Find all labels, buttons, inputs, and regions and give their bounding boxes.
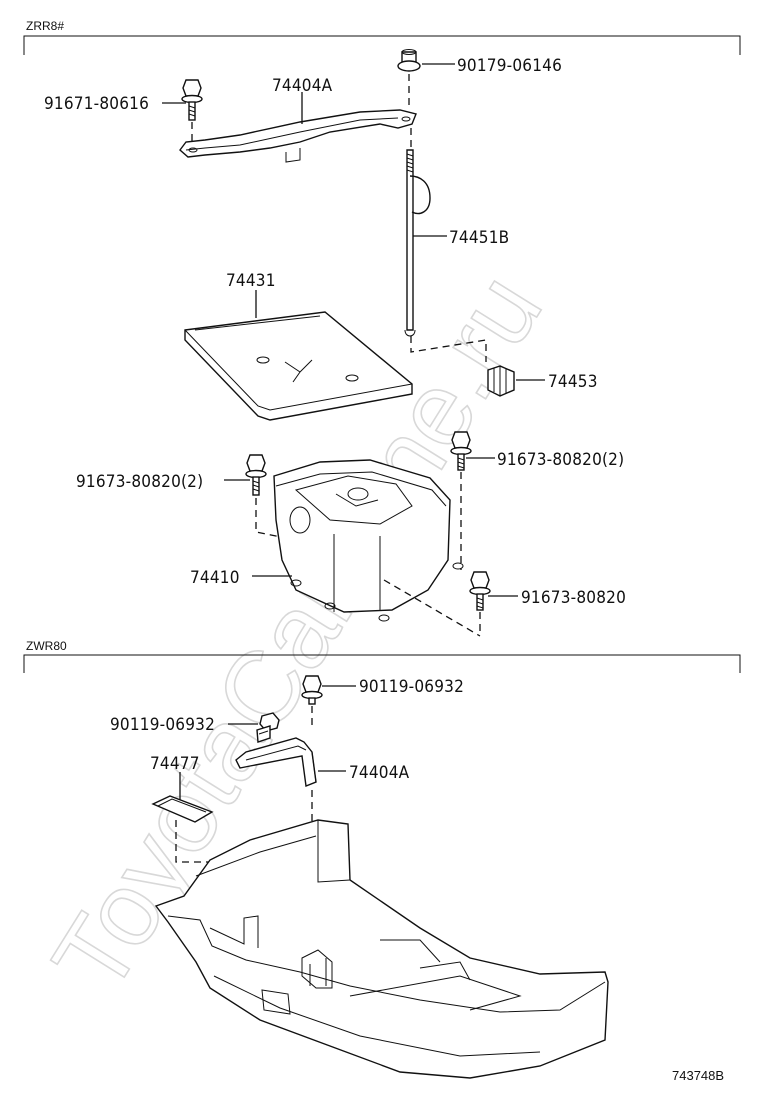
label-90119-06932-left: 90119-06932 [110,715,215,735]
section-frame-zwr80 [23,654,741,673]
label-91671-80616: 91671-80616 [44,94,149,114]
label-74410: 74410 [190,568,240,588]
bolt-90119-06932-left-drawing [256,712,280,743]
section-label-zwr80: ZWR80 [26,639,67,653]
label-74477: 74477 [150,754,200,774]
label-90179-06146: 90179-06146 [457,56,562,76]
label-90119-06932-top: 90119-06932 [359,677,464,697]
label-91673-80820-2-right: 91673-80820(2) [497,450,624,470]
label-91673-80820-2-left: 91673-80820(2) [76,472,203,492]
label-74404A-top: 74404A [272,76,333,96]
tray-zwr80-drawing [154,819,609,1079]
label-74451B: 74451B [449,228,509,248]
clamp-74453-drawing [410,336,515,397]
label-74431: 74431 [226,271,276,291]
rod-74451B-drawing [404,128,431,337]
bolt-90119-06932-top-drawing [301,675,323,730]
label-74453: 74453 [548,372,598,392]
plate-74431-drawing [184,311,413,421]
bracket-74404A-top-drawing [179,109,417,163]
section-label-zrr8: ZRR8# [26,19,64,33]
label-91673-80820: 91673-80820 [521,588,626,608]
bolt-91673-80820-left-drawing [245,454,297,580]
label-74404A-bottom: 74404A [349,763,410,783]
bolt-91673-80820-drawing [469,571,491,636]
section-frame-zrr8 [23,35,741,55]
figure-number: 743748B [672,1068,724,1083]
tray-74410-drawing [273,459,481,637]
bolt-91673-80820-right-drawing [450,431,472,570]
bolt-91671-80616-drawing [181,79,203,148]
nut-90179-06146-drawing [397,49,421,110]
